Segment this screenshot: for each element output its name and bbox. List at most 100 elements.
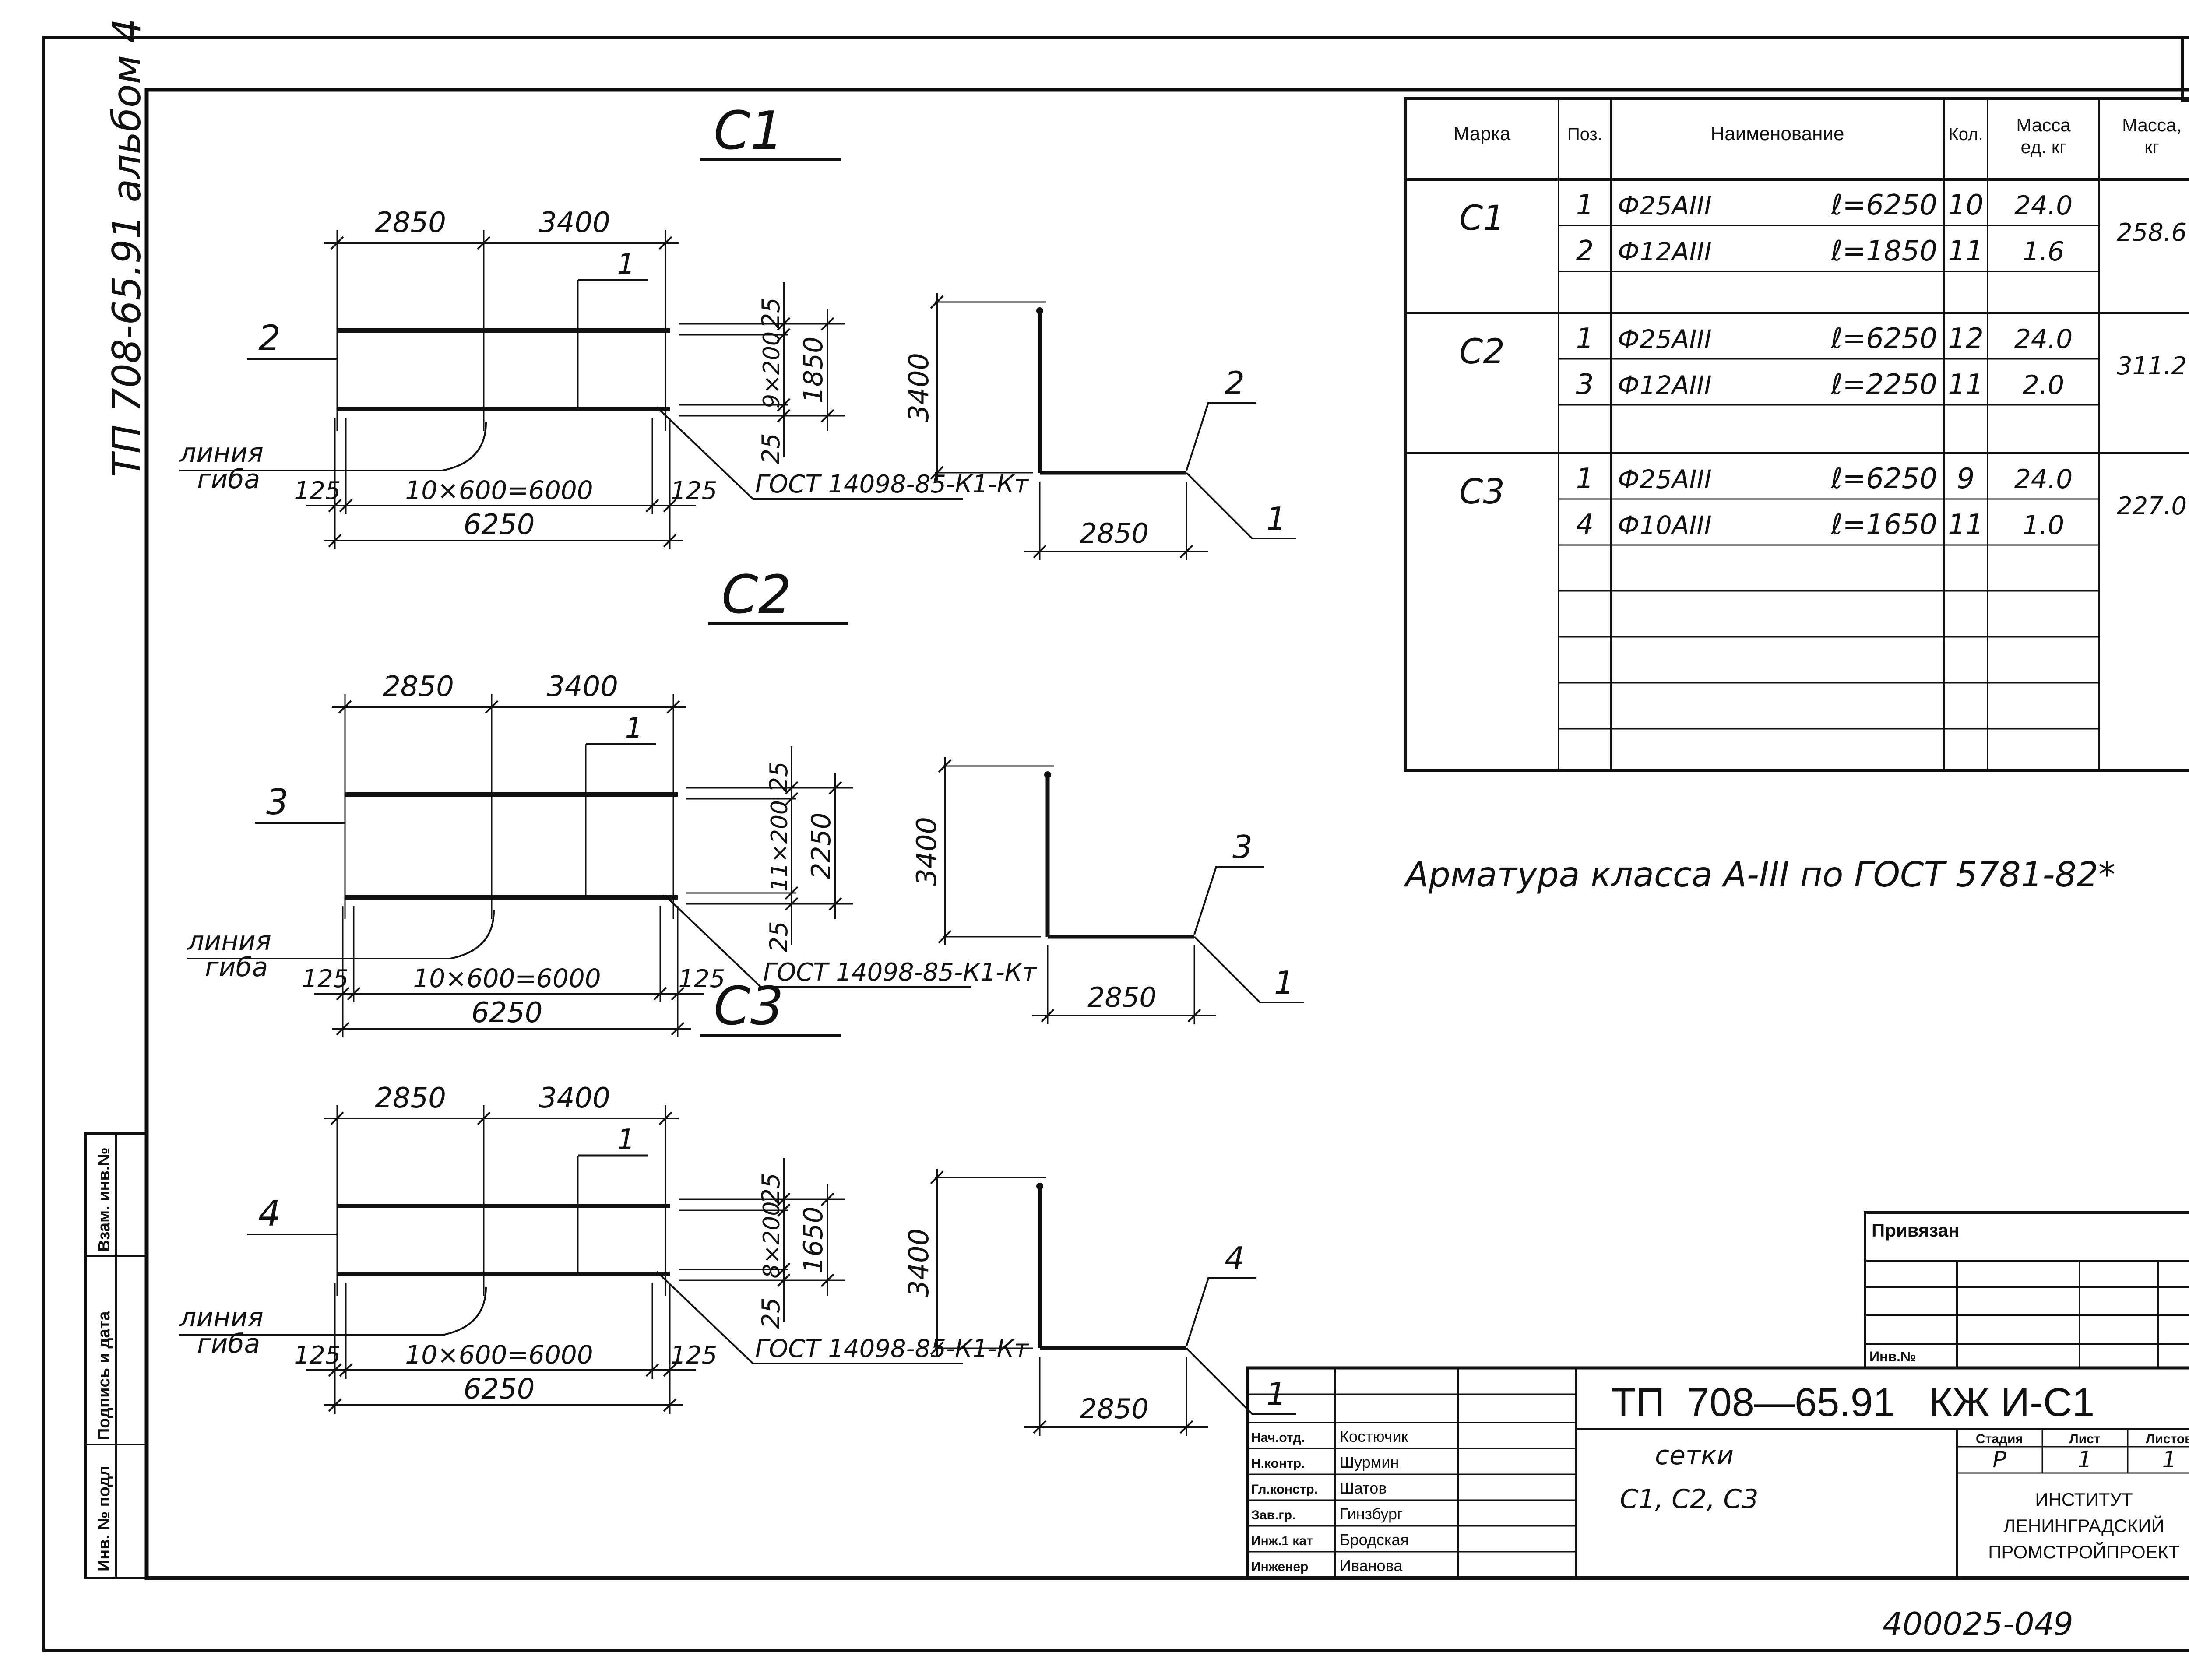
bend-line-word-2: гиба <box>197 1329 260 1359</box>
spec-length: ℓ=1650 <box>1830 509 1937 541</box>
signer-role: Гл.констр. <box>1251 1482 1318 1497</box>
spec-name: Ф10АIII <box>1618 510 1712 540</box>
dim-tick <box>663 534 677 548</box>
dim-tick <box>938 759 952 773</box>
dim-tick <box>930 1170 944 1184</box>
dim-width: 1650 <box>798 1206 829 1273</box>
spec-qty: 9 <box>1957 463 1975 495</box>
dim-tick <box>1179 545 1193 559</box>
spec-header-pos: Поз. <box>1567 125 1602 144</box>
dim-width: 2250 <box>806 812 837 879</box>
spec-unit-mass: 1.0 <box>2023 510 2064 541</box>
dim-25-bottom: 25 <box>757 433 785 464</box>
mark-bar-label: 3 <box>266 782 289 822</box>
dim-2850: 2850 <box>375 1082 446 1114</box>
dim-tick <box>785 781 799 795</box>
bent-bar-end <box>1044 771 1051 778</box>
dim-tick <box>820 1192 834 1206</box>
sheet-header: Лист <box>2069 1432 2101 1446</box>
dim-tick <box>336 1022 350 1036</box>
bent-dim-3400: 3400 <box>903 353 935 422</box>
mesh-title: С2 <box>721 565 792 626</box>
strip-vzam: Взам. инв.№ <box>95 1147 113 1252</box>
spec-qty: 12 <box>1948 323 1983 355</box>
spec-qty: 11 <box>1948 369 1983 401</box>
drawing-frame <box>144 88 2189 1580</box>
dim-125-right: 125 <box>671 477 718 505</box>
bent-pos-1: 1 <box>1274 964 1294 1001</box>
dim-tick <box>663 1398 677 1412</box>
spec-group-mark: С2 <box>1459 332 1505 372</box>
dim-125-left: 125 <box>294 1341 341 1370</box>
dim-tick <box>1179 1420 1193 1434</box>
bent-pos1-leader <box>1186 1347 1296 1415</box>
document-name-1: сетки <box>1655 1440 1734 1471</box>
spec-name: Ф12АIII <box>1618 370 1712 400</box>
dim-tick <box>820 1273 834 1287</box>
spec-length: ℓ=1850 <box>1830 235 1937 267</box>
spec-header-mass: Масса, <box>2122 115 2182 135</box>
spec-header-name: Наименование <box>1710 123 1844 144</box>
left-archive-strip: Инв. № подл Подпись и дата Взам. инв.№ <box>84 1132 148 1579</box>
signer-name: Шурмин <box>1340 1453 1399 1471</box>
spec-unit-mass: 24.0 <box>2014 464 2073 495</box>
mesh-title: С3 <box>714 976 784 1037</box>
signer-name: Шатов <box>1340 1479 1387 1497</box>
spec-pos: 3 <box>1576 369 1594 401</box>
bent-dim-2850: 2850 <box>1080 1393 1149 1425</box>
dim-25-bottom: 25 <box>765 921 793 952</box>
dim-25-top: 25 <box>757 297 785 328</box>
spec-pos: 4 <box>1576 509 1594 541</box>
dim-tick <box>930 295 944 309</box>
spec-name: Ф25АIII <box>1618 464 1712 494</box>
dim-tick <box>339 1363 353 1377</box>
dim-125-left: 125 <box>302 965 349 993</box>
spec-name: Ф12АIII <box>1618 237 1712 267</box>
gost-leader <box>656 406 963 500</box>
spec-header-mark: Марка <box>1453 123 1511 144</box>
dim-overall: 6250 <box>464 509 535 541</box>
bent-pos1-leader <box>1193 936 1304 1003</box>
gost-leader <box>664 894 971 988</box>
bent-pos1-leader <box>1186 472 1296 539</box>
signer-name: Гинзбург <box>1340 1505 1403 1523</box>
spec-unit-mass: 24.0 <box>2014 190 2073 221</box>
pos-1-label: 1 <box>617 1124 635 1156</box>
spec-group-mark: С3 <box>1459 472 1505 512</box>
spec-pos: 1 <box>1576 189 1594 221</box>
dim-pitch: 11×200 <box>767 800 793 892</box>
spec-unit-mass: 1.6 <box>2023 236 2064 267</box>
spec-qty: 10 <box>1948 189 1983 221</box>
bent-dim-2850: 2850 <box>1080 517 1149 549</box>
signer-role: Зав.гр. <box>1251 1508 1295 1522</box>
spec-header-mass-2: кг <box>2144 137 2159 157</box>
dim-tick <box>820 317 834 331</box>
spec-length: ℓ=6250 <box>1830 323 1937 355</box>
privyazan-title: Привязан <box>1872 1220 1959 1241</box>
spec-header-unit-mass: Масса <box>2016 115 2071 135</box>
bent-bar-end <box>1036 1183 1043 1190</box>
dim-tick <box>653 987 667 1001</box>
dim-tick <box>347 987 361 1001</box>
spec-pos: 2 <box>1576 235 1594 267</box>
dim-tick <box>328 1398 342 1412</box>
spec-unit-mass: 24.0 <box>2014 324 2073 355</box>
bent-mark-leader <box>1186 402 1256 471</box>
signer-name: Иванова <box>1340 1557 1403 1575</box>
signer-role: Нач.отд. <box>1251 1430 1305 1445</box>
spec-name: Ф25АIII <box>1618 191 1712 221</box>
signer-role: Инж.1 кат <box>1251 1534 1313 1548</box>
dim-overall: 6250 <box>464 1373 535 1406</box>
strip-podpis: Подпись и дата <box>95 1311 113 1440</box>
spec-qty: 11 <box>1948 509 1983 541</box>
document-name-2: С1, С2, С3 <box>1620 1484 1759 1515</box>
dim-25-bottom: 25 <box>757 1297 785 1329</box>
dim-tick <box>777 409 791 423</box>
dim-tick <box>338 700 352 714</box>
dim-125-right: 125 <box>671 1341 718 1370</box>
mesh-title: С1 <box>714 101 784 162</box>
